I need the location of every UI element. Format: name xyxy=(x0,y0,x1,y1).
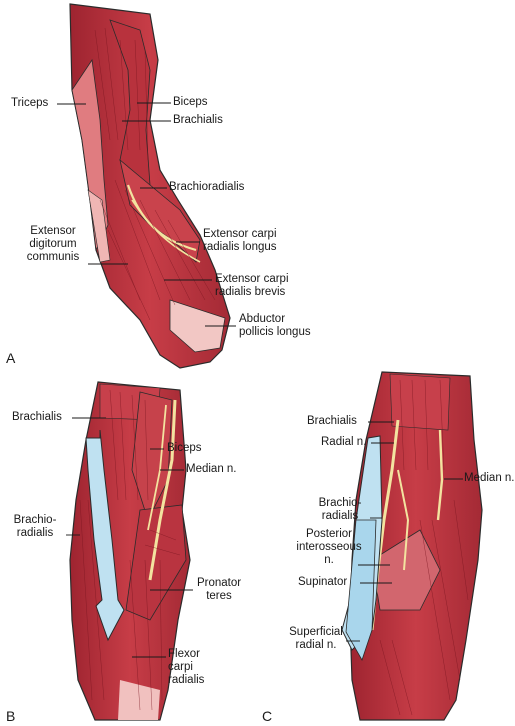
panel-a-arm xyxy=(69,3,231,369)
label-c-brachialis: Brachialis xyxy=(307,415,357,427)
panel-b-leader-lines xyxy=(66,417,193,658)
panel-c-leader-lines xyxy=(346,421,463,642)
panel-a-leader-lines xyxy=(57,102,236,327)
panel-b-arm xyxy=(69,381,191,721)
label-b-flexor-carpi-radialis: Flexor carpi radialis xyxy=(168,648,205,686)
label-b-median-n: Median n. xyxy=(186,463,237,475)
label-b-brachioradialis: Brachio- radialis xyxy=(13,514,57,539)
label-a-extensor-digitorum-communis: Extensor digitorum communis xyxy=(26,225,80,263)
label-a-extensor-carpi-radialis-brevis: Extensor carpi radialis brevis xyxy=(215,273,289,298)
label-b-brachialis: Brachialis xyxy=(12,411,62,423)
label-c-radial-n: Radial n. xyxy=(321,436,367,448)
label-c-posterior-interosseous-n: Posterior interosseous n. xyxy=(296,528,362,566)
panel-c-arm xyxy=(341,371,483,721)
label-a-brachioradialis: Brachioradialis xyxy=(169,181,245,193)
label-a-abductor-pollicis-longus: Abductor pollicis longus xyxy=(239,313,311,338)
label-a-extensor-carpi-radialis-longus: Extensor carpi radialis longus xyxy=(203,228,277,253)
label-c-median-n: Median n. xyxy=(464,472,515,484)
label-a-brachialis: Brachialis xyxy=(173,114,223,126)
label-a-biceps: Biceps xyxy=(173,96,208,108)
panel-letter-c: C xyxy=(262,708,273,724)
label-a-triceps: Triceps xyxy=(11,97,49,109)
panel-letter-b: B xyxy=(6,708,16,724)
label-c-supinator: Supinator xyxy=(298,576,348,588)
label-b-pronator-teres: Pronator teres xyxy=(196,577,242,602)
panel-letter-a: A xyxy=(6,350,16,366)
label-c-superficial-radial-n: Superficial radial n. xyxy=(289,626,343,651)
label-b-biceps: Biceps xyxy=(167,442,202,454)
label-c-brachioradialis: Brachio- radialis xyxy=(318,497,362,522)
